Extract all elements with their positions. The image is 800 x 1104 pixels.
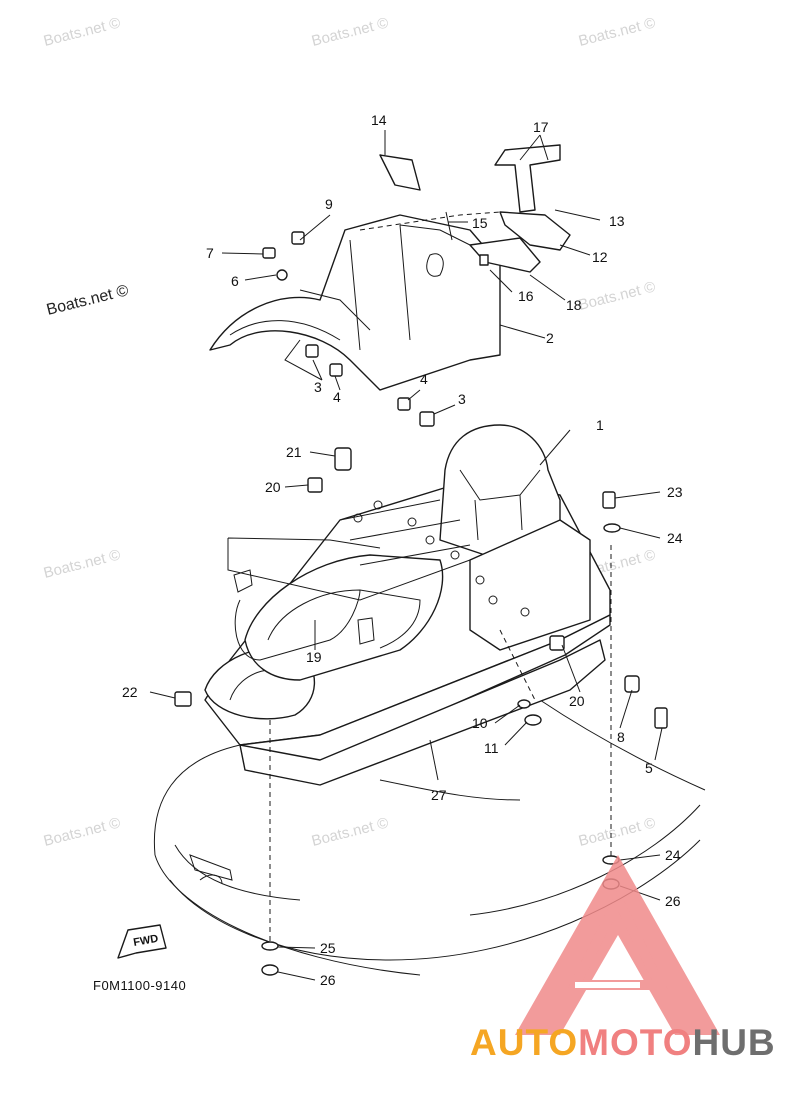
callout-24: 24 [665, 847, 681, 863]
brand-part-auto: AUTO [470, 1022, 579, 1063]
callout-20: 20 [569, 693, 585, 709]
watermark-dark: Boats.net © [45, 282, 131, 319]
callout-23: 23 [667, 484, 683, 500]
callout-4: 4 [420, 371, 428, 387]
watermark: Boats.net © [42, 546, 122, 582]
callout-26: 26 [320, 972, 336, 988]
callout-25: 25 [320, 940, 336, 956]
callout-14: 14 [371, 112, 387, 128]
upper-cover [209, 214, 501, 391]
callout-21: 21 [286, 444, 302, 460]
leader-lines [149, 130, 663, 981]
callout-12: 12 [592, 249, 608, 265]
callout-19: 19 [306, 649, 322, 665]
callout-13: 13 [609, 213, 625, 229]
callout-17: 17 [533, 119, 549, 135]
callout-3: 3 [314, 379, 322, 395]
brand-part-hub: HUB [692, 1022, 776, 1063]
watermark: Boats.net © [42, 14, 122, 50]
deck-assembly [204, 424, 611, 763]
watermark: Boats.net © [42, 814, 122, 850]
watermark: Boats.net © [577, 14, 657, 50]
watermark: Boats.net © [310, 14, 390, 50]
fwd-label: FWD [132, 933, 159, 949]
callout-8: 8 [617, 729, 625, 745]
callout-10: 10 [472, 715, 488, 731]
alignment-lines [269, 211, 612, 945]
callout-18: 18 [566, 297, 582, 313]
grab-rail [227, 537, 471, 661]
callout-1: 1 [596, 417, 604, 433]
callout-11: 11 [484, 740, 499, 756]
callout-22: 22 [122, 684, 138, 700]
brand-part-moto: MOTO [578, 1022, 693, 1063]
callouts: 1 2 3 3 4 4 5 6 7 8 9 10 11 12 13 14 15 … [122, 112, 683, 988]
watermark: Boats.net © [577, 814, 657, 850]
callout-24: 24 [667, 530, 683, 546]
callout-15: 15 [472, 215, 488, 231]
watermark: Boats.net © [310, 814, 390, 850]
watermark: Boats.net © [577, 278, 657, 314]
callout-5: 5 [645, 760, 653, 776]
callout-9: 9 [325, 196, 333, 212]
callout-6: 6 [231, 273, 239, 289]
callout-16: 16 [518, 288, 534, 304]
callout-20: 20 [265, 479, 281, 495]
brand-logo-icon [515, 855, 720, 1035]
callout-27: 27 [431, 787, 447, 803]
callout-4: 4 [333, 389, 341, 405]
callout-7: 7 [206, 245, 214, 261]
figure-code: F0M1100-9140 [93, 978, 186, 993]
fwd-arrow-icon: FWD [117, 924, 167, 959]
callout-3: 3 [458, 391, 466, 407]
callout-2: 2 [546, 330, 554, 346]
brand-wordmark: AUTOMOTOHUB [470, 1022, 776, 1064]
callout-26: 26 [665, 893, 681, 909]
